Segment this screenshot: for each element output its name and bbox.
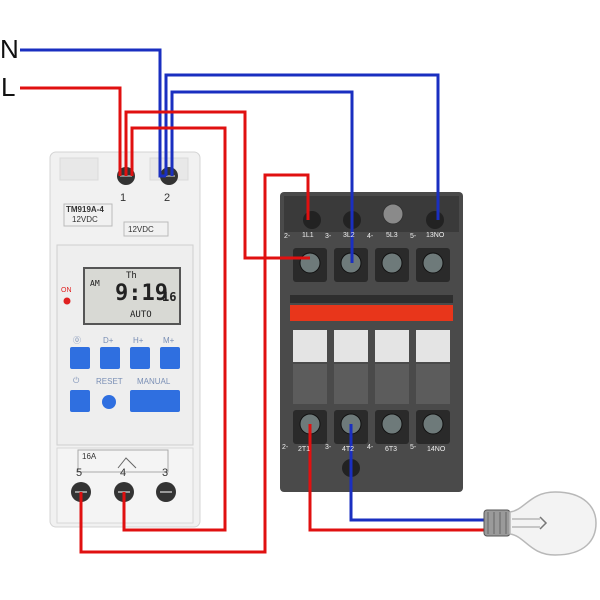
timer-terminal-4-label: 4	[120, 467, 127, 479]
neutral-wire-to-13NO	[164, 73, 440, 220]
terminal-6T3-screw[interactable]	[381, 413, 403, 435]
lcd-time: 9:19	[115, 281, 168, 306]
btn-manual-label: MANUAL	[137, 377, 171, 386]
neutral-line-label: N	[0, 34, 19, 64]
contactor-bottom-label-4T2: 4T2	[342, 446, 355, 453]
btn-day-label: D+	[103, 336, 114, 345]
live-line-label: L	[1, 72, 16, 102]
timer-supply-label: 12VDC	[72, 215, 98, 224]
contactor-top-label-3: 3-	[325, 233, 332, 240]
contactor-aux-screw-1[interactable]	[303, 211, 321, 229]
btn-prog-label: ⓪	[73, 336, 81, 345]
reset-button[interactable]	[102, 395, 116, 409]
contactor-bottom-label-2: 2-	[282, 444, 289, 451]
neutral-wire-to-lamp	[349, 424, 485, 522]
terminal-14NO-screw[interactable]	[422, 413, 444, 435]
lcd-screen	[83, 267, 181, 325]
timer-terminal-2-label: 2	[164, 192, 171, 204]
contactor-top-label-5L3: 5L3	[386, 232, 398, 239]
btn-minute-label: M+	[163, 336, 175, 345]
contactor-top-label-4: 4-	[367, 233, 374, 240]
contactor-bottom-label-14NO: 14NO	[427, 446, 446, 453]
timer-terminal-1-label: 1	[120, 192, 127, 204]
lcd-day-label: Th	[126, 271, 137, 281]
btn-hour-label: H+	[133, 336, 144, 345]
live-wire-to-timer	[20, 86, 122, 176]
btn-clock-label: ⏻	[73, 376, 80, 385]
timer-terminal-3-label: 3	[162, 467, 169, 479]
contactor-top-label-2: 2-	[284, 233, 291, 240]
contactor-aux-screw-4[interactable]	[426, 211, 444, 229]
on-label: ON	[61, 287, 72, 294]
prog-button[interactable]	[70, 347, 90, 369]
live-wire-to-timer-4	[122, 126, 227, 532]
manual-button[interactable]	[130, 390, 180, 412]
contactor-top-label-5: 5-	[410, 233, 417, 240]
contactor-bottom-label-5: 5-	[410, 444, 417, 451]
contactor-bottom-label-4: 4-	[367, 444, 374, 451]
timer-model-label: TM919A-4	[66, 205, 104, 214]
contactor-top-label-1L1: 1L1	[302, 232, 314, 239]
rating-label: 16A	[82, 452, 97, 461]
contactor-bottom-label-2T1: 2T1	[298, 446, 311, 453]
contactor-red-stripe	[290, 305, 453, 321]
contactor-top-label-13NO: 13NO	[426, 232, 445, 239]
btn-reset-label: RESET	[96, 377, 123, 386]
on-led-icon	[63, 297, 71, 305]
terminal-13NO-screw[interactable]	[422, 252, 444, 274]
light-bulb-icon	[483, 491, 597, 556]
terminal-1L1-screw[interactable]	[299, 252, 321, 274]
timer-terminal-5-label: 5	[76, 467, 83, 479]
contactor-bottom-label-6T3: 6T3	[385, 446, 398, 453]
timer-supply-right-label: 12VDC	[128, 225, 154, 234]
lcd-mode: AUTO	[130, 310, 152, 320]
wires	[20, 48, 485, 554]
live-wire-to-1L1	[124, 110, 310, 260]
live-wire-timer-5-to-coil	[79, 173, 310, 554]
contactor-top-label-3L2: 3L2	[343, 232, 355, 239]
lcd-seconds: 16	[162, 290, 177, 304]
clock-button[interactable]	[70, 390, 90, 412]
neutral-wire-to-3L2	[170, 90, 354, 263]
minute-plus-button[interactable]	[160, 347, 180, 369]
lcd-am-label: AM	[90, 279, 100, 288]
contactor-module	[280, 192, 463, 492]
contactor-bottom-label-3: 3-	[325, 444, 332, 451]
live-wire-to-lamp	[308, 424, 485, 532]
day-plus-button[interactable]	[100, 347, 120, 369]
terminal-5L3-screw[interactable]	[381, 252, 403, 274]
hour-plus-button[interactable]	[130, 347, 150, 369]
relay-contact-icon	[117, 457, 137, 469]
